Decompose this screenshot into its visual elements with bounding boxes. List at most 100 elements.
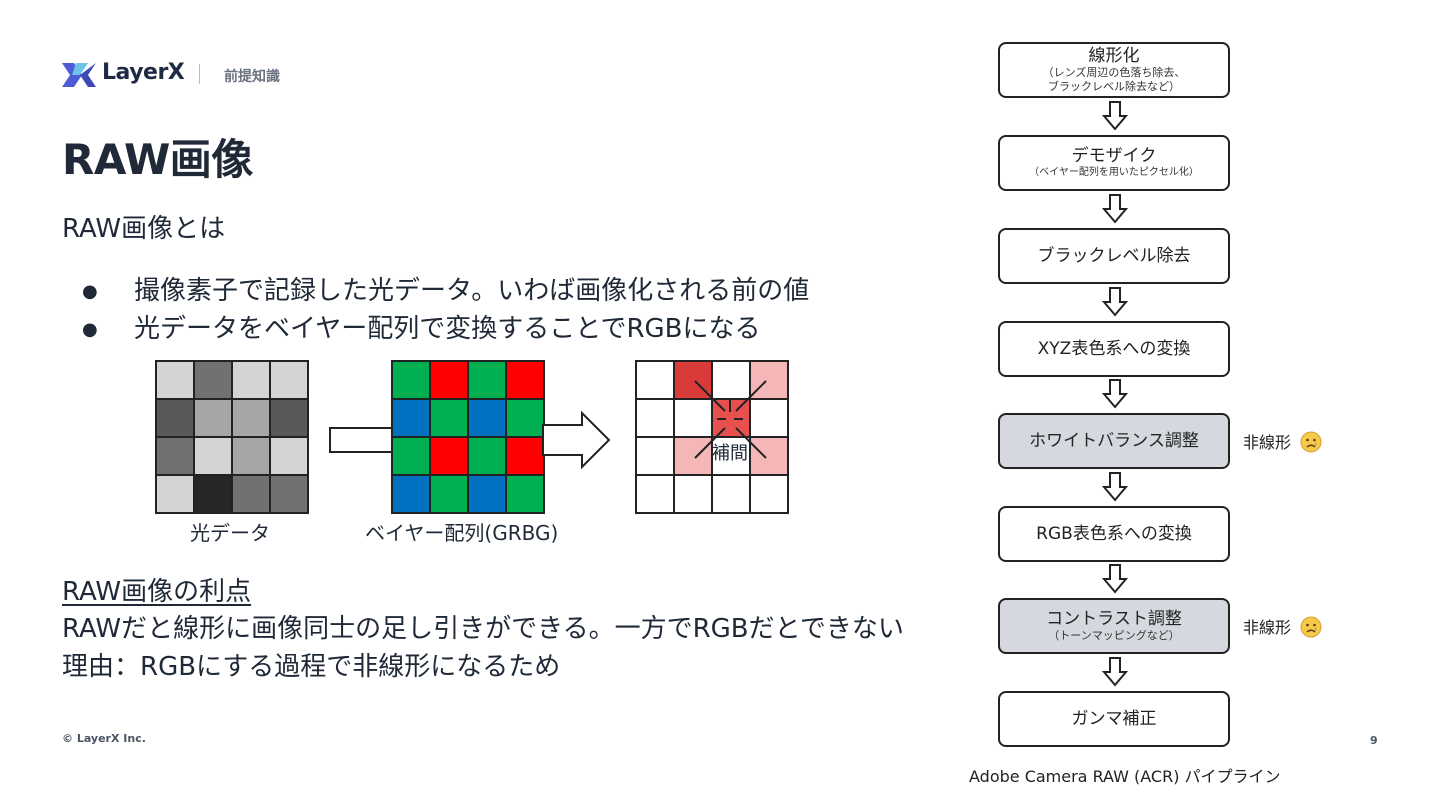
grid-cell (673, 474, 713, 514)
down-arrow-icon (1102, 379, 1128, 409)
grid-cell (749, 436, 789, 476)
grid-cell (673, 398, 713, 438)
light-data-grid (155, 360, 309, 514)
slide-title: RAW画像 (62, 135, 253, 184)
advantages-text: RAWだと線形に画像同士の足し引きができる。一方でRGBだとできない (62, 614, 904, 644)
grid-cell (635, 398, 675, 438)
grid-cell (155, 360, 195, 400)
down-arrow-icon (1102, 101, 1128, 131)
step-title: ブラックレベル除去 (1037, 246, 1191, 266)
bullet-text: 撮像素子で記録した光データ。いわば画像化される前の値 (134, 276, 810, 306)
down-arrow-icon (1102, 657, 1128, 687)
step-title: 線形化 (1088, 46, 1140, 66)
sad-face-icon (1300, 616, 1322, 642)
down-arrow-icon (1102, 287, 1128, 317)
grid-cell (231, 360, 271, 400)
grid-cell (467, 360, 507, 400)
grid-cell (269, 436, 309, 476)
step-title: デモザイク (1071, 146, 1157, 166)
bayer-grid (391, 360, 545, 514)
grid-cell (635, 360, 675, 400)
section-label: 前提知識 (224, 69, 280, 85)
brand-name: LayerX (102, 60, 185, 85)
grid-cell (711, 474, 751, 514)
nonlinear-tag-text: 非線形 (1243, 618, 1292, 637)
bullet-marker: ● (82, 281, 98, 302)
advantages-reason: 理由：RGBにする過程で非線形になるため (62, 652, 561, 682)
interpolation-grid (635, 360, 789, 514)
pipeline-step-contrast: コントラスト調整 （トーンマッピングなど） (998, 598, 1230, 654)
step-note: （ベイヤー配列を用いたピクセル化） (1029, 167, 1199, 178)
step-title: コントラスト調整 (1046, 609, 1182, 629)
pipeline-step-white-balance: ホワイトバランス調整 (998, 413, 1230, 469)
grid-cell (467, 474, 507, 514)
grid-cell (391, 436, 431, 476)
step-note: （トーンマッピングなど） (1048, 629, 1180, 642)
grid-cell (193, 436, 233, 476)
grid-cell (749, 398, 789, 438)
down-arrow-icon (1102, 194, 1128, 224)
pipeline-step-demosaic: デモザイク （ベイヤー配列を用いたピクセル化） (998, 135, 1230, 191)
grid-cell (749, 474, 789, 514)
arrow-bayer-to-interp (542, 410, 611, 470)
grid-cell (505, 360, 545, 400)
grid-cell (391, 398, 431, 438)
bullet-text: 光データをベイヤー配列で変換することでRGBになる (134, 314, 761, 344)
nonlinear-tag: 非線形 (1243, 614, 1322, 642)
light-data-label: 光データ (190, 521, 270, 545)
advantages-heading: RAW画像の利点 (62, 577, 252, 607)
header-divider (199, 64, 200, 84)
step-title: RGB表色系への変換 (1036, 524, 1192, 544)
grid-cell (391, 474, 431, 514)
down-arrow-icon (1102, 564, 1128, 594)
grid-cell (505, 474, 545, 514)
interpolation-label: 補間 (712, 443, 748, 464)
grid-cell (467, 436, 507, 476)
grid-cell (749, 360, 789, 400)
grid-cell (231, 436, 271, 476)
grid-cell (193, 360, 233, 400)
intro-heading: RAW画像とは (62, 214, 226, 244)
grid-cell (193, 474, 233, 514)
grid-cell (711, 436, 751, 476)
grid-cell (635, 436, 675, 476)
grid-cell (429, 360, 469, 400)
grid-cell (635, 474, 675, 514)
grid-cell (673, 436, 713, 476)
nonlinear-tag-text: 非線形 (1243, 433, 1292, 452)
grid-cell (391, 360, 431, 400)
pipeline-step-linearization: 線形化 （レンズ周辺の色落ち除去、 ブラックレベル除去など） (998, 42, 1230, 98)
pipeline-step-xyz: XYZ表色系への変換 (998, 321, 1230, 377)
grid-cell (429, 474, 469, 514)
copyright: © LayerX Inc. (62, 732, 146, 745)
page-number: 9 (1370, 734, 1378, 747)
grid-cell (193, 398, 233, 438)
step-title: XYZ表色系への変換 (1037, 339, 1191, 359)
pipeline-step-gamma: ガンマ補正 (998, 691, 1230, 747)
bullet-item: ● 撮像素子で記録した光データ。いわば画像化される前の値 (82, 270, 809, 307)
bullet-item: ● 光データをベイヤー配列で変換することでRGBになる (82, 308, 761, 345)
sad-face-icon (1300, 431, 1322, 457)
grid-cell (505, 398, 545, 438)
pipeline-step-black-level: ブラックレベル除去 (998, 228, 1230, 284)
bayer-label: ベイヤー配列(GRBG) (365, 521, 559, 545)
grid-cell (269, 398, 309, 438)
grid-cell (711, 360, 751, 400)
down-arrow-icon (1102, 472, 1128, 502)
grid-cell (155, 436, 195, 476)
step-note: （レンズ周辺の色落ち除去、 ブラックレベル除去など） (1042, 66, 1186, 93)
step-title: ホワイトバランス調整 (1029, 431, 1199, 451)
grid-cell (231, 474, 271, 514)
grid-cell (231, 398, 271, 438)
grid-cell (269, 360, 309, 400)
grid-cell (429, 436, 469, 476)
grid-cell (429, 398, 469, 438)
layerx-logo-icon (62, 61, 96, 93)
grid-cell (155, 474, 195, 514)
pipeline-caption: Adobe Camera RAW (ACR) パイプライン (969, 767, 1281, 786)
bullet-marker: ● (82, 319, 98, 340)
interpolation-arrows (694, 380, 767, 459)
grid-cell (269, 474, 309, 514)
arrow-light-to-bayer (329, 427, 394, 453)
